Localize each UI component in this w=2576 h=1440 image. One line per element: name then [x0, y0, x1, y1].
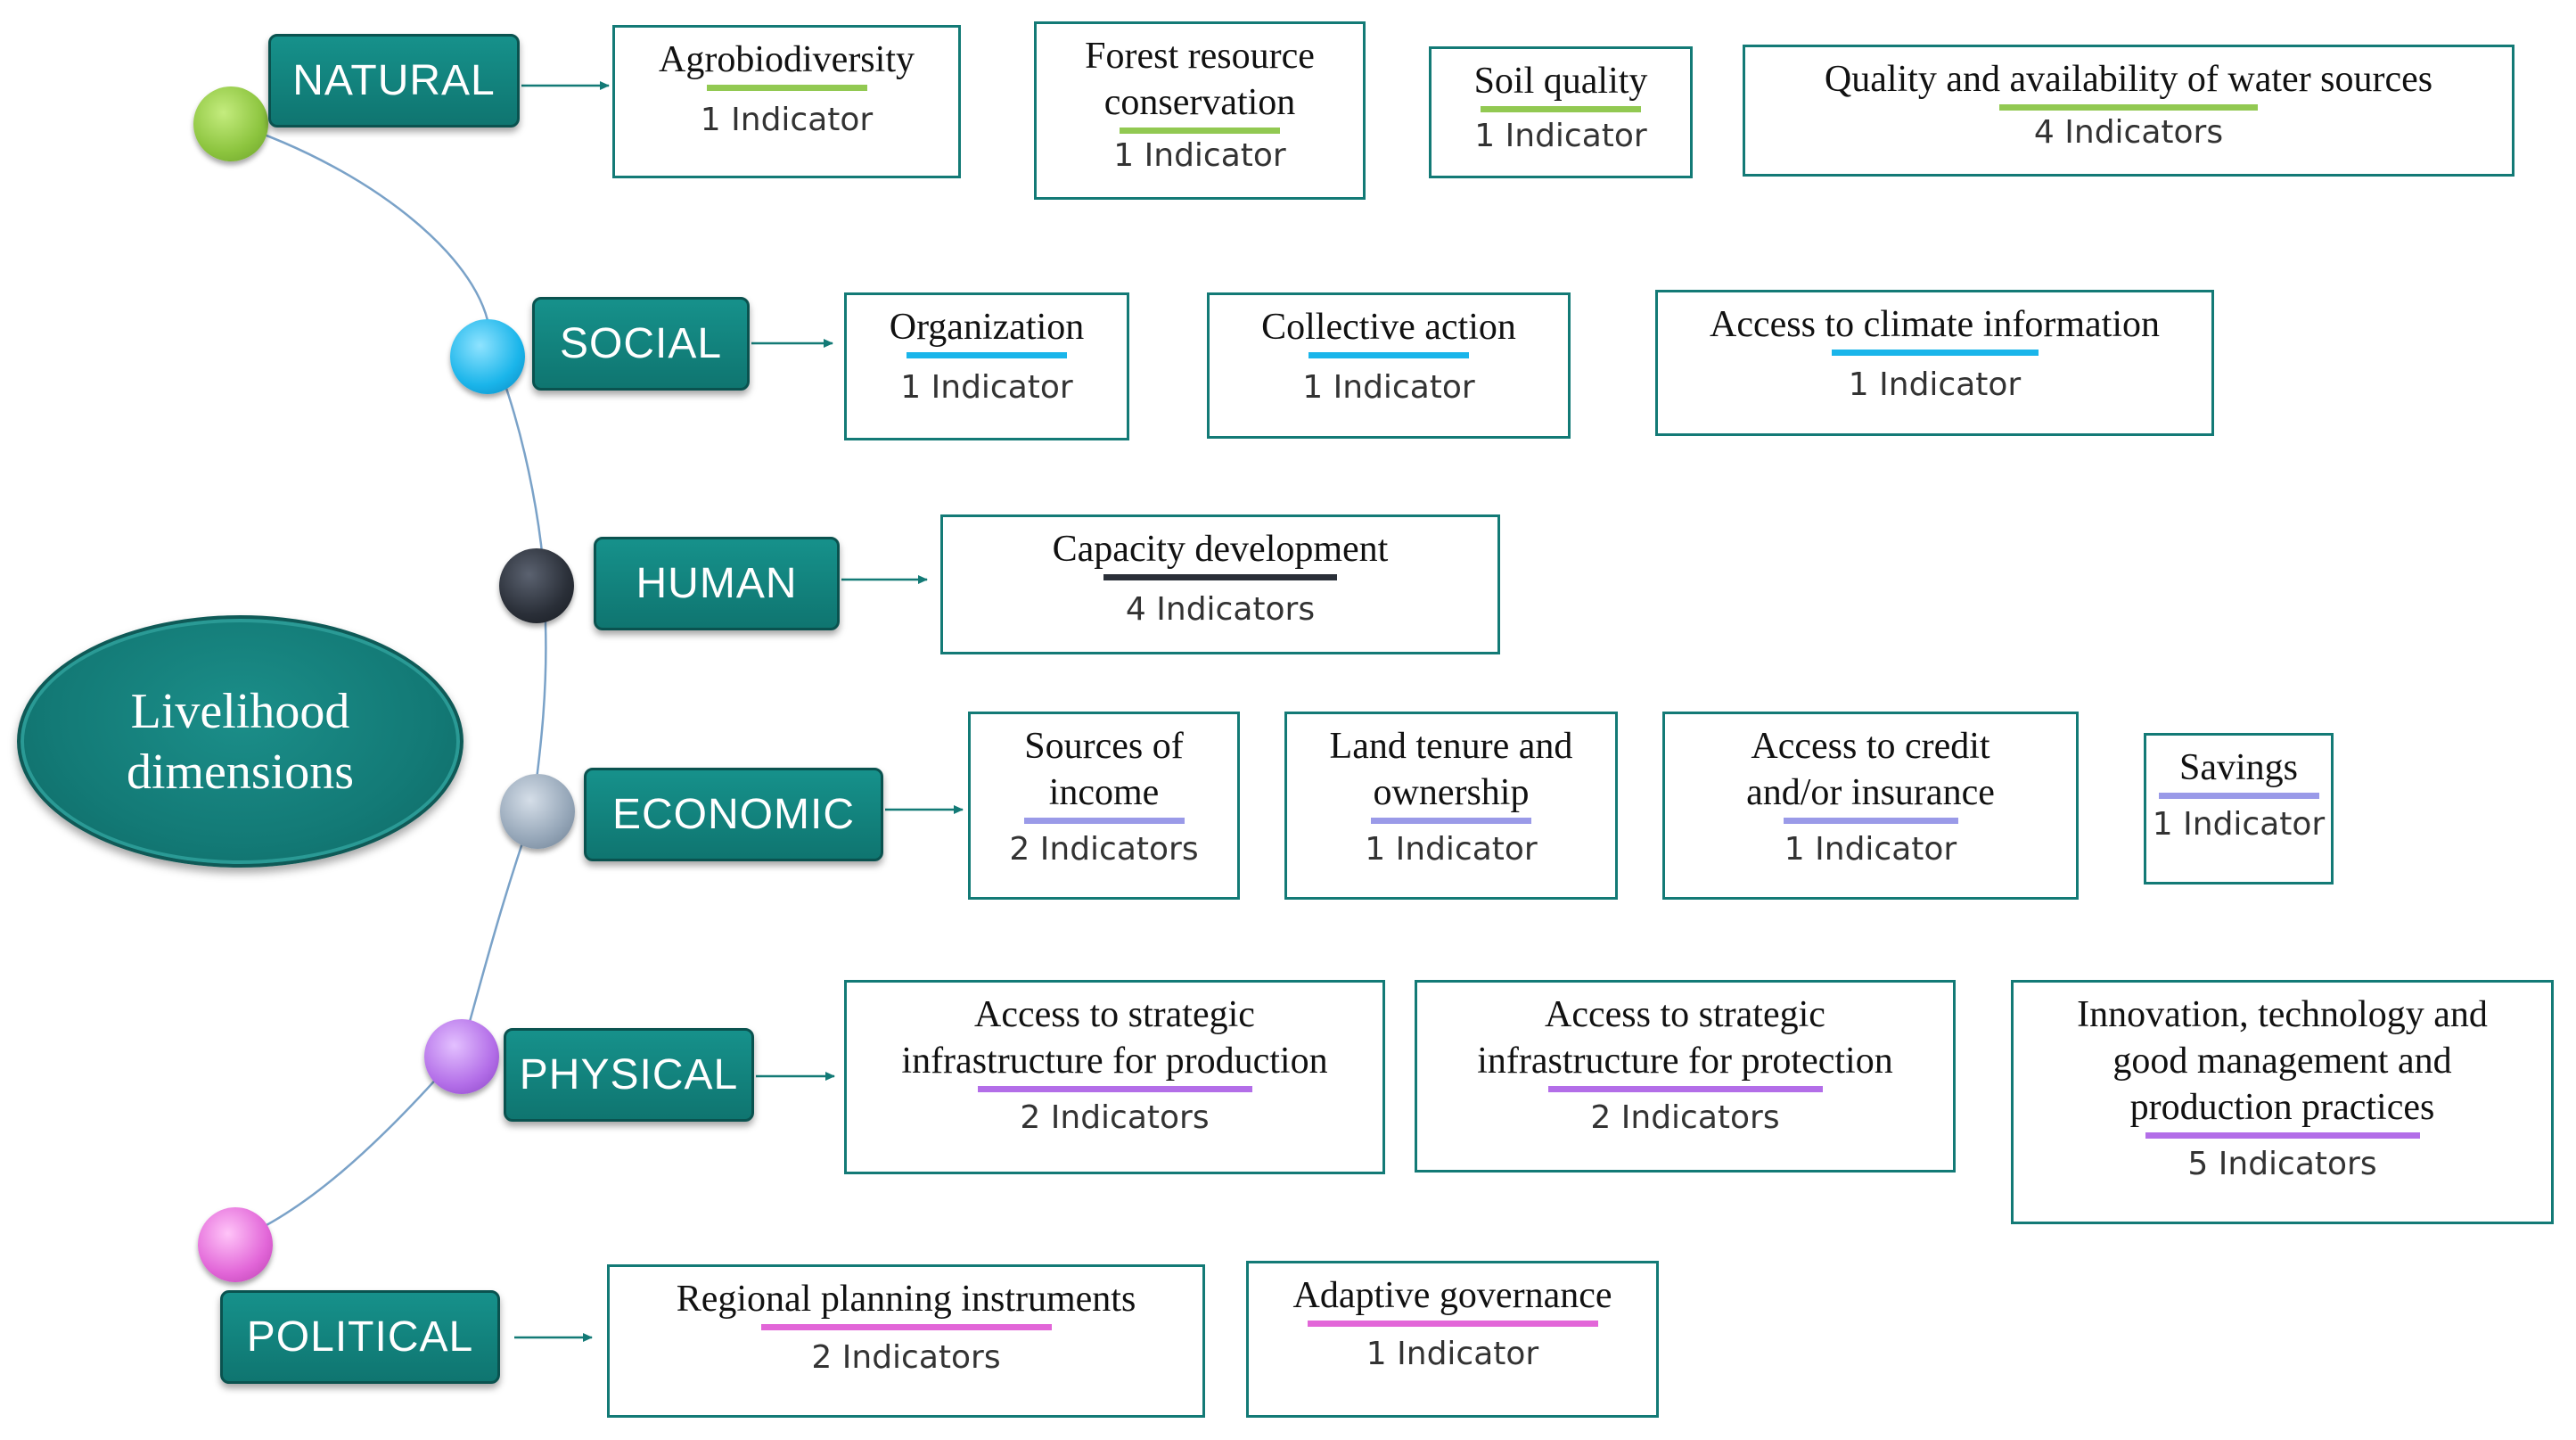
dimension-physical: PHYSICAL [504, 1028, 754, 1122]
physical-node [424, 1019, 499, 1094]
component-indicator-count: 1 Indicator [1784, 831, 1957, 868]
component-title: Access to credit and/or insurance [1746, 726, 1995, 813]
component-title: Regional planning instruments [676, 1279, 1136, 1320]
dimension-social: SOCIAL [532, 297, 750, 391]
component-title: Access to strategic infrastructure for p… [901, 994, 1328, 1082]
component-underline [760, 1324, 1052, 1330]
component-adaptive-governance: Adaptive governance 1 Indicator [1246, 1261, 1659, 1418]
component-underline [2158, 793, 2319, 799]
dimension-political: POLITICAL [220, 1290, 500, 1384]
spine-curve [231, 121, 547, 1243]
center-label: Livelihood dimensions [126, 683, 355, 800]
component-title: Adaptive governance [1292, 1275, 1612, 1316]
component-indicator-count: 4 Indicators [2033, 114, 2224, 151]
component-savings: Savings 1 Indicator [2144, 733, 2334, 885]
component-indicator-count: 1 Indicator [2152, 806, 2326, 843]
dimension-natural: NATURAL [268, 34, 520, 128]
component-title: Access to climate information [1709, 304, 2160, 345]
component-capacity-development: Capacity development 4 Indicators [940, 514, 1500, 654]
component-indicator-count: 1 Indicator [1848, 366, 2022, 403]
component-title: Forest resource conservation [1085, 36, 1315, 123]
component-indicator-count: 2 Indicators [1020, 1099, 1210, 1136]
component-underline [1120, 128, 1280, 134]
component-title: Savings [2178, 747, 2298, 788]
component-title: Capacity development [1052, 529, 1389, 570]
component-forest-resource-conservation: Forest resource conservation 1 Indicator [1034, 21, 1366, 200]
component-water-sources: Quality and availability of water source… [1743, 45, 2514, 177]
natural-node [193, 86, 268, 161]
component-indicator-count: 1 Indicator [700, 102, 874, 138]
component-credit-insurance: Access to credit and/or insurance 1 Indi… [1662, 712, 2079, 900]
component-title: Quality and availability of water source… [1824, 59, 2433, 100]
component-underline [977, 1086, 1252, 1092]
component-underline [1309, 352, 1469, 358]
component-title: Access to strategic infrastructure for p… [1477, 994, 1893, 1082]
component-underline [1371, 818, 1531, 824]
component-infrastructure-protection: Access to strategic infrastructure for p… [1415, 980, 1956, 1173]
component-underline [1783, 818, 1958, 824]
component-climate-information: Access to climate information 1 Indicato… [1655, 290, 2214, 436]
component-indicator-count: 2 Indicators [811, 1339, 1001, 1376]
component-land-tenure: Land tenure and ownership 1 Indicator [1284, 712, 1618, 900]
component-underline [907, 352, 1067, 358]
component-title: Organization [889, 307, 1085, 348]
component-regional-planning: Regional planning instruments 2 Indicato… [607, 1264, 1205, 1418]
social-node [450, 319, 525, 394]
component-underline [1023, 818, 1185, 824]
political-node [198, 1207, 273, 1282]
component-underline [1547, 1086, 1823, 1092]
component-indicator-count: 2 Indicators [1590, 1099, 1780, 1136]
economic-node [500, 774, 575, 849]
component-underline [706, 85, 867, 91]
component-title: Sources of income [1024, 726, 1184, 813]
component-title: Soil quality [1473, 61, 1648, 102]
component-underline [1103, 574, 1337, 580]
component-indicator-count: 5 Indicators [2187, 1146, 2377, 1182]
component-sources-of-income: Sources of income 2 Indicators [968, 712, 1240, 900]
component-innovation-technology: Innovation, technology and good manageme… [2011, 980, 2554, 1224]
component-indicator-count: 1 Indicator [1474, 118, 1647, 154]
dimension-economic: ECONOMIC [584, 768, 883, 861]
component-indicator-count: 1 Indicator [1365, 831, 1538, 868]
component-soil-quality: Soil quality 1 Indicator [1429, 46, 1693, 178]
component-underline [1831, 350, 2039, 356]
component-indicator-count: 1 Indicator [900, 369, 1073, 406]
component-underline [1999, 104, 2258, 111]
component-title: Agrobiodiversity [659, 39, 915, 80]
component-indicator-count: 1 Indicator [1302, 369, 1475, 406]
component-title: Collective action [1261, 307, 1516, 348]
component-indicator-count: 1 Indicator [1366, 1336, 1539, 1372]
component-indicator-count: 1 Indicator [1113, 137, 1286, 174]
component-title: Land tenure and ownership [1329, 726, 1573, 813]
component-indicator-count: 2 Indicators [1009, 831, 1199, 868]
component-underline [2145, 1132, 2420, 1139]
component-underline [1481, 106, 1641, 112]
component-underline [1307, 1321, 1598, 1327]
component-agrobiodiversity: Agrobiodiversity 1 Indicator [612, 25, 961, 178]
component-title: Innovation, technology and good manageme… [2077, 994, 2488, 1128]
dimension-human: HUMAN [594, 537, 840, 630]
component-indicator-count: 4 Indicators [1125, 591, 1316, 628]
human-node [499, 548, 574, 623]
livelihood-dimensions-center: Livelihood dimensions [17, 615, 464, 868]
component-organization: Organization 1 Indicator [844, 292, 1129, 440]
component-collective-action: Collective action 1 Indicator [1207, 292, 1571, 439]
component-infrastructure-production: Access to strategic infrastructure for p… [844, 980, 1385, 1174]
